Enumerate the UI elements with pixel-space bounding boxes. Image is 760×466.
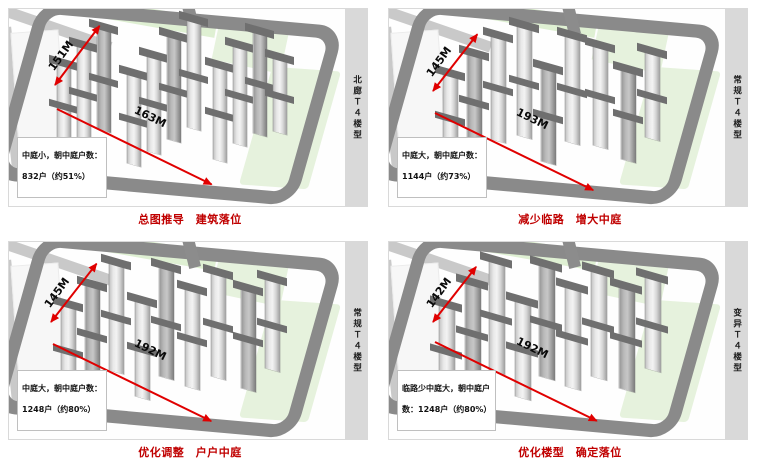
scheme-label-text: 常规Ｔ４楼型 xyxy=(351,307,362,374)
scheme-quadrant-2: 145M 193M 中庭大，朝中庭户数： 1144户（约73%） 常规Ｔ４楼型 … xyxy=(380,0,760,233)
site-plan-panel-3: 145M 192M 中庭大，朝中庭户数： 1248户（约80%） 常规Ｔ４楼型 xyxy=(8,241,368,440)
site-plan-illustration-1: 151M 163M 中庭小，朝中庭户数： 832户（约51%） xyxy=(9,9,346,206)
scheme-label-strip-3: 常规Ｔ４楼型 xyxy=(345,242,367,439)
scheme-label-text: 北廊Ｔ４楼型 xyxy=(351,74,362,141)
courtyard-info-box: 临路少中庭大，朝中庭户 数：1248户（约80%） xyxy=(397,370,497,431)
site-plan-panel-2: 145M 193M 中庭大，朝中庭户数： 1144户（约73%） 常规Ｔ４楼型 xyxy=(388,8,748,207)
info-line-1: 中庭小，朝中庭户数： xyxy=(22,150,102,160)
site-plan-illustration-2: 145M 193M 中庭大，朝中庭户数： 1144户（约73%） xyxy=(389,9,726,206)
scheme-quadrant-4: 142M 192M 临路少中庭大，朝中庭户 数：1248户（约80%） 变异Ｔ４… xyxy=(380,233,760,466)
site-plan-illustration-4: 142M 192M 临路少中庭大，朝中庭户 数：1248户（约80%） xyxy=(389,242,726,439)
panel-caption-4: 优化楼型 确定落位 xyxy=(518,446,622,459)
site-plan-illustration-3: 145M 192M 中庭大，朝中庭户数： 1248户（约80%） xyxy=(9,242,346,439)
site-plan-panel-4: 142M 192M 临路少中庭大，朝中庭户 数：1248户（约80%） 变异Ｔ４… xyxy=(388,241,748,440)
info-line-1: 中庭大，朝中庭户数： xyxy=(402,150,482,160)
info-line-1: 临路少中庭大，朝中庭户 xyxy=(402,383,490,393)
scheme-quadrant-1: 151M 163M 中庭小，朝中庭户数： 832户（约51%） 北廊Ｔ４楼型 总… xyxy=(0,0,380,233)
scheme-label-text: 常规Ｔ４楼型 xyxy=(731,74,742,141)
scheme-label-strip-4: 变异Ｔ４楼型 xyxy=(725,242,747,439)
scheme-label-strip-2: 常规Ｔ４楼型 xyxy=(725,9,747,206)
info-line-2: 数：1248户（约80%） xyxy=(402,405,492,415)
scheme-quadrant-3: 145M 192M 中庭大，朝中庭户数： 1248户（约80%） 常规Ｔ４楼型 … xyxy=(0,233,380,466)
panel-caption-2: 减少临路 增大中庭 xyxy=(518,213,622,226)
scheme-label-strip-1: 北廊Ｔ４楼型 xyxy=(345,9,367,206)
courtyard-info-box: 中庭大，朝中庭户数： 1248户（约80%） xyxy=(17,370,107,431)
info-line-2: 1248户（约80%） xyxy=(22,405,96,415)
info-line-1: 中庭大，朝中庭户数： xyxy=(22,383,102,393)
courtyard-info-box: 中庭小，朝中庭户数： 832户（约51%） xyxy=(17,137,107,198)
info-line-2: 1144户（约73%） xyxy=(402,172,476,182)
panel-caption-1: 总图推导 建筑落位 xyxy=(138,213,242,226)
site-plan-panel-1: 151M 163M 中庭小，朝中庭户数： 832户（约51%） 北廊Ｔ４楼型 xyxy=(8,8,368,207)
scheme-label-text: 变异Ｔ４楼型 xyxy=(731,307,742,374)
courtyard-info-box: 中庭大，朝中庭户数： 1144户（约73%） xyxy=(397,137,487,198)
info-line-2: 832户（约51%） xyxy=(22,172,90,182)
panel-caption-3: 优化调整 户户中庭 xyxy=(138,446,242,459)
